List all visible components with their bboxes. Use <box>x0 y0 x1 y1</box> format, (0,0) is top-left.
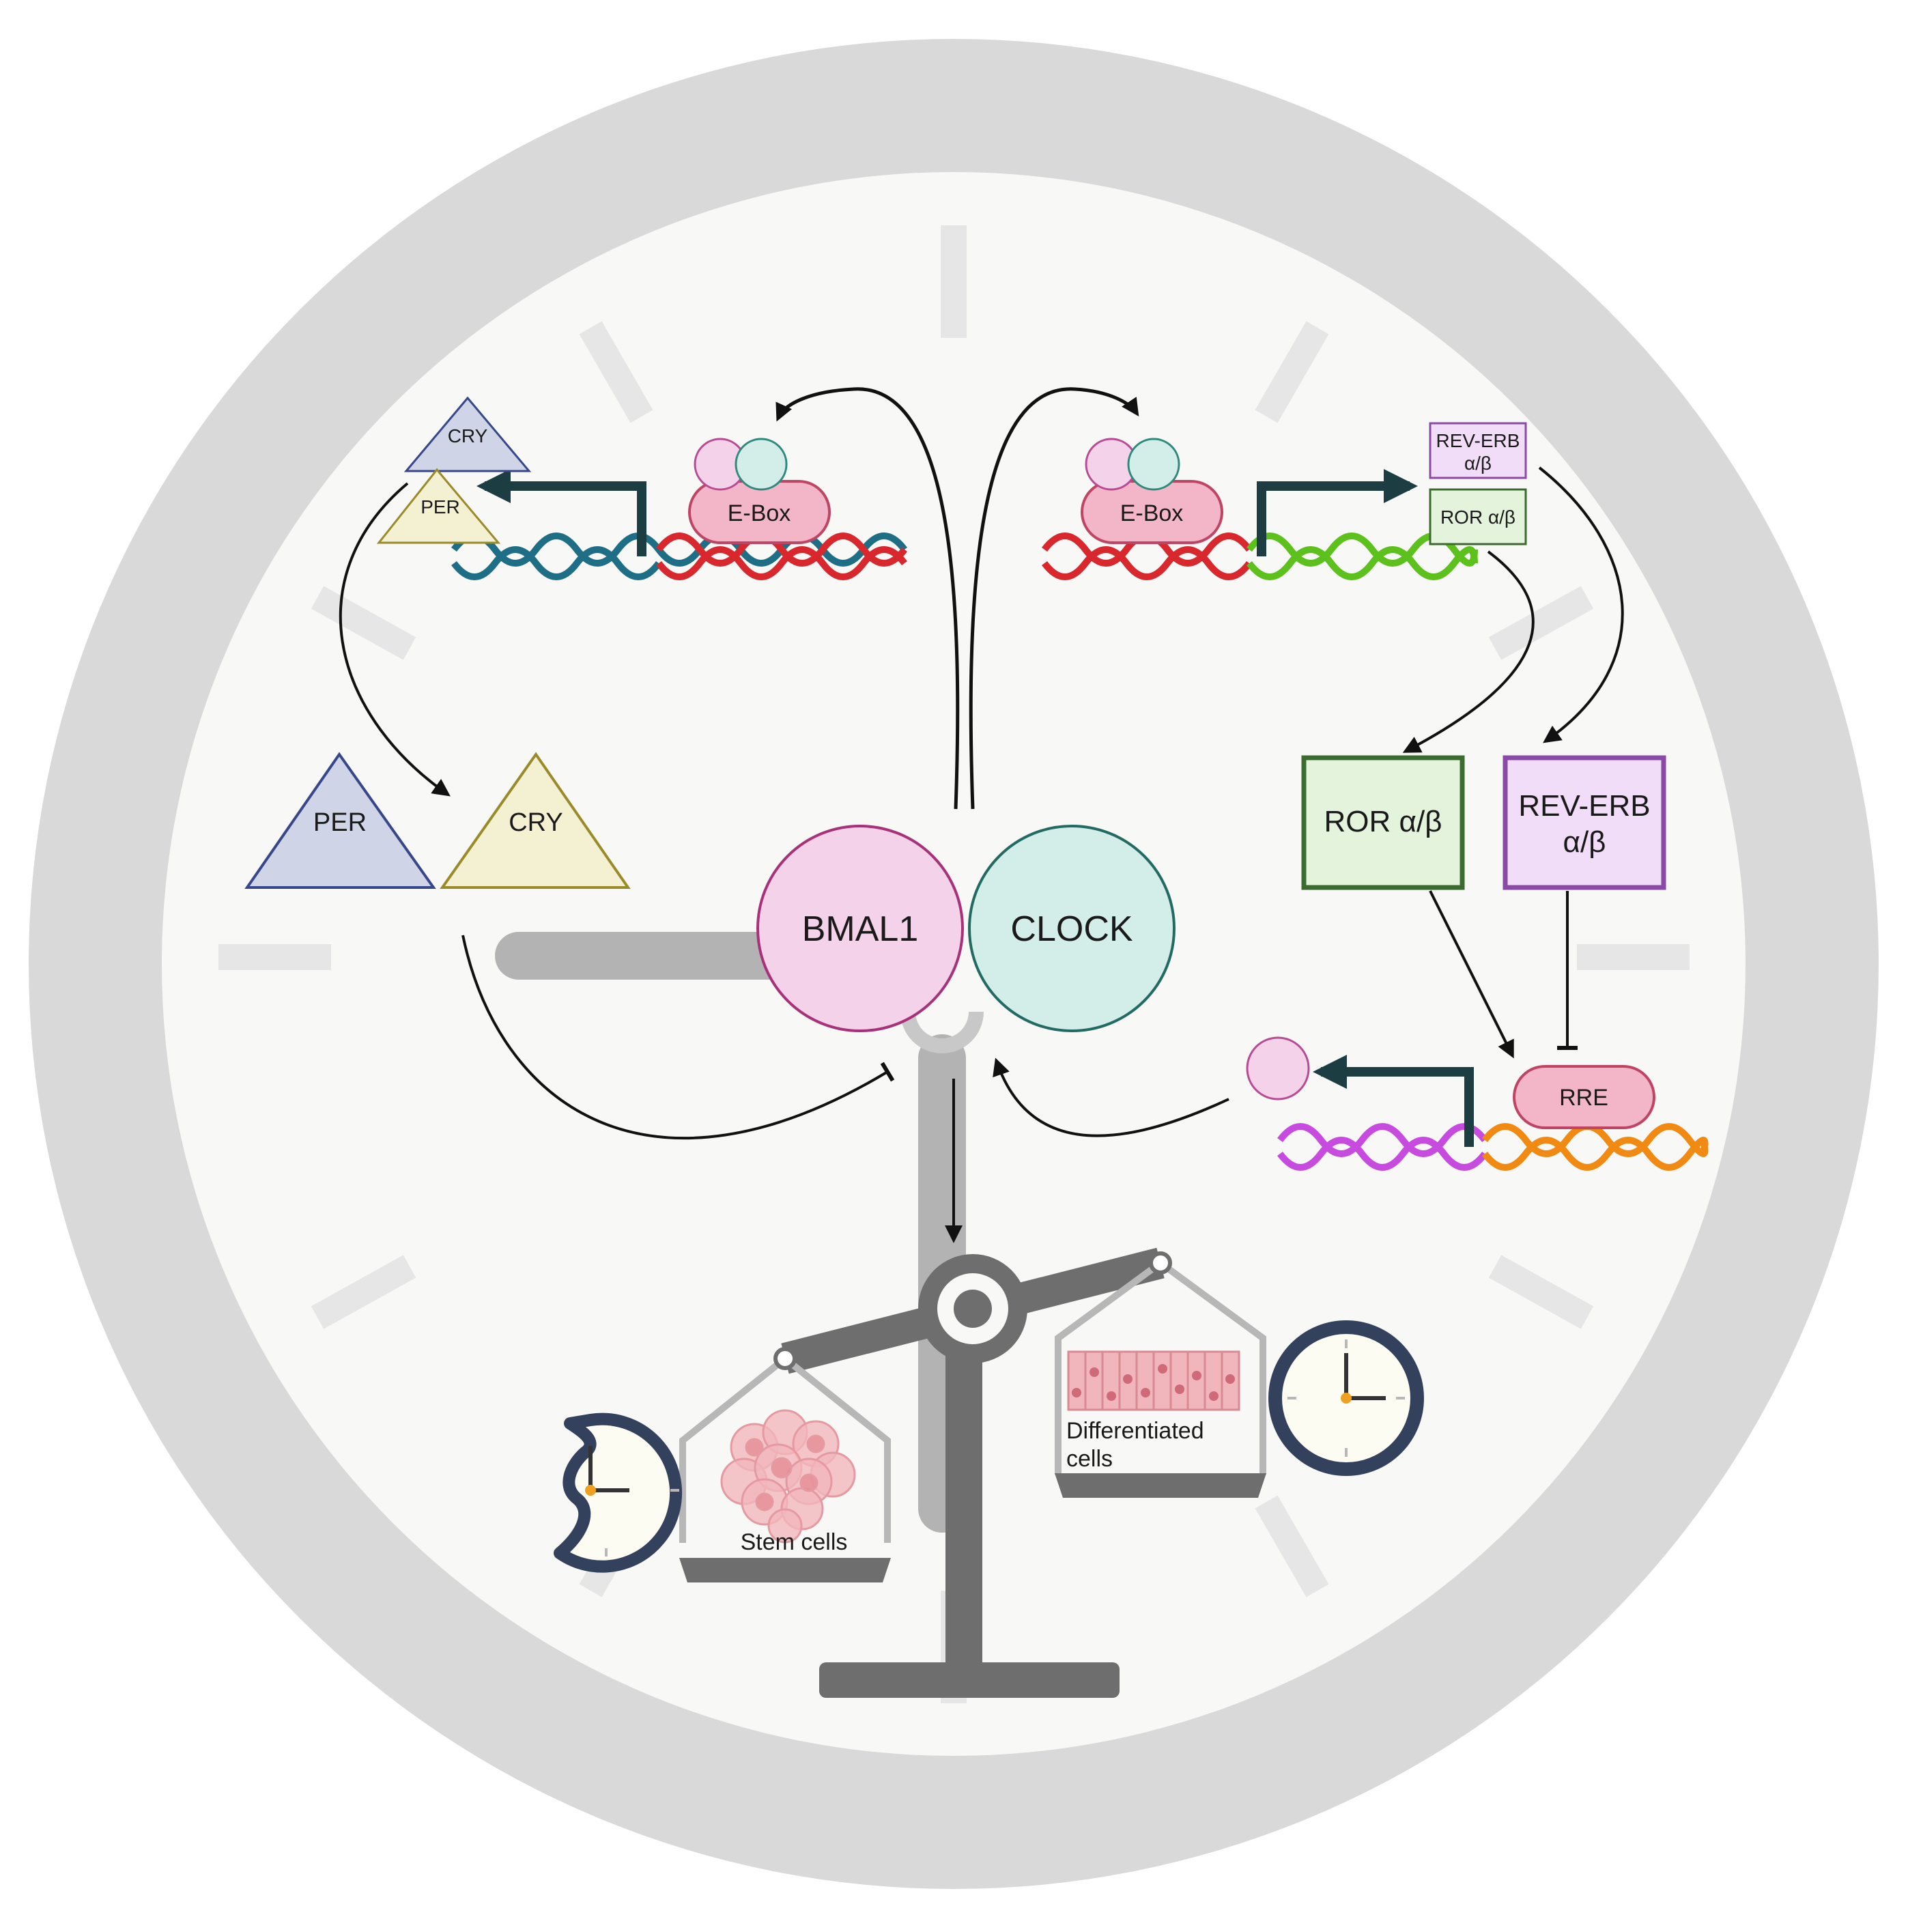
dna-helix-icon <box>451 532 907 580</box>
reverb-small-label-line1: REV-ERB <box>1436 430 1520 451</box>
ror-activates-rre <box>1429 890 1514 1059</box>
rre-label: RRE <box>1559 1085 1608 1111</box>
dna-helix-rre <box>1277 1123 1709 1171</box>
per-small-shape <box>376 468 501 544</box>
differentiated-label-line2: cells <box>1066 1446 1113 1472</box>
broken-clock-icon <box>554 1412 683 1573</box>
cry-large-shape <box>440 752 631 889</box>
right-scale-pan: Differentiated cells <box>1055 1251 1266 1498</box>
reverb-large-label-line1: REV-ERB <box>1518 789 1650 823</box>
per-small-label: PER <box>421 496 460 517</box>
wall-clock-icon <box>1268 1320 1424 1476</box>
left-scale-pan: Stem cells <box>679 1347 891 1582</box>
bmal1-product <box>1246 1036 1310 1100</box>
arrow-to-reverb-large <box>1538 466 1624 743</box>
transcription-arrow-left <box>476 469 646 556</box>
per-large-shape <box>244 752 436 889</box>
per-large-label: PER <box>313 808 367 837</box>
reverb-small-box <box>1429 422 1527 479</box>
clock-small-left <box>735 438 788 491</box>
reverb-small-label-line2: α/β <box>1464 453 1492 474</box>
reverb-large-box <box>1503 755 1666 890</box>
rre-box <box>1513 1065 1655 1129</box>
inhibition-per-cry <box>461 935 895 1140</box>
epithelial-cells-icon <box>1067 1350 1240 1411</box>
arrow-to-right-ebox <box>969 387 1139 810</box>
stem-cells-label: Stem cells <box>741 1529 848 1555</box>
cry-small-label: CRY <box>448 425 488 446</box>
ebox-left-label: E-Box <box>728 500 791 526</box>
differentiated-label-line1: Differentiated <box>1066 1418 1204 1444</box>
reverb-large-label-line2: α/β <box>1563 825 1606 859</box>
clock-circle <box>968 825 1176 1032</box>
clock-label: CLOCK <box>1010 909 1133 949</box>
ror-small-box <box>1429 488 1527 545</box>
clock-small-right <box>1127 438 1180 491</box>
stem-cell-cluster-icon <box>720 1409 856 1544</box>
cry-small-shape <box>403 396 532 472</box>
arrow-to-left-ebox <box>775 387 960 810</box>
arrow-to-cry-large <box>339 482 451 797</box>
ror-small-label: ROR α/β <box>1440 507 1515 528</box>
ror-large-box <box>1301 755 1465 890</box>
bmal1-circle <box>756 825 964 1032</box>
transcription-arrow-rre <box>1313 1055 1474 1147</box>
arrow-to-ror-large <box>1402 550 1535 753</box>
ror-large-label: ROR α/β <box>1324 805 1442 838</box>
transcription-arrow-right <box>1257 469 1418 556</box>
cry-large-label: CRY <box>509 808 563 837</box>
arrow-bmal1-feedback <box>993 1057 1229 1137</box>
bmal1-label: BMAL1 <box>802 909 919 949</box>
ebox-right-label: E-Box <box>1120 500 1184 526</box>
